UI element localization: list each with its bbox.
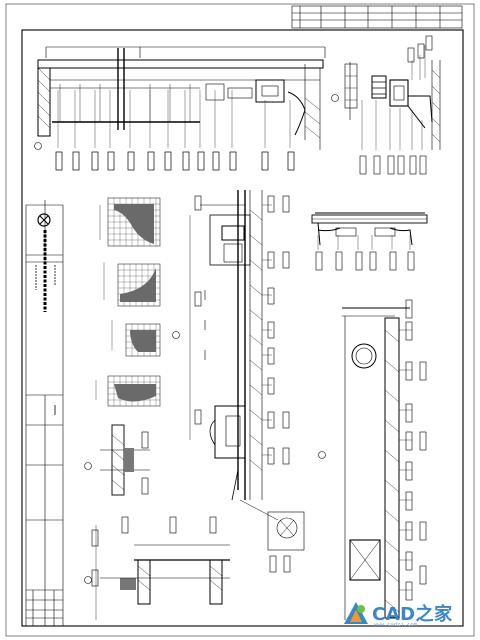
detail-circle-joint (239, 499, 305, 573)
left-title-column (25, 200, 64, 626)
tags-top-left (55, 151, 295, 171)
inner-frame (21, 29, 464, 627)
cad-logo-icon (344, 602, 368, 624)
detail-top-elevation (34, 46, 339, 150)
detail-bottom-plan (84, 516, 230, 620)
detail-center-elevation (172, 190, 290, 501)
detail-ceiling-section (311, 212, 428, 271)
detail-cornice-section (344, 35, 441, 175)
detail-right-elevation (318, 299, 427, 620)
institute-seal (37, 213, 51, 227)
outer-border (5, 3, 475, 637)
watermark-name: CAD之家 (372, 604, 453, 625)
watermark: CAD之家 www.cadzj.com (342, 600, 462, 630)
grid-samples (95, 197, 161, 407)
title-strip (291, 5, 463, 29)
detail-wall-section-a (84, 424, 150, 496)
watermark-url: www.cadzj.com (374, 622, 418, 628)
